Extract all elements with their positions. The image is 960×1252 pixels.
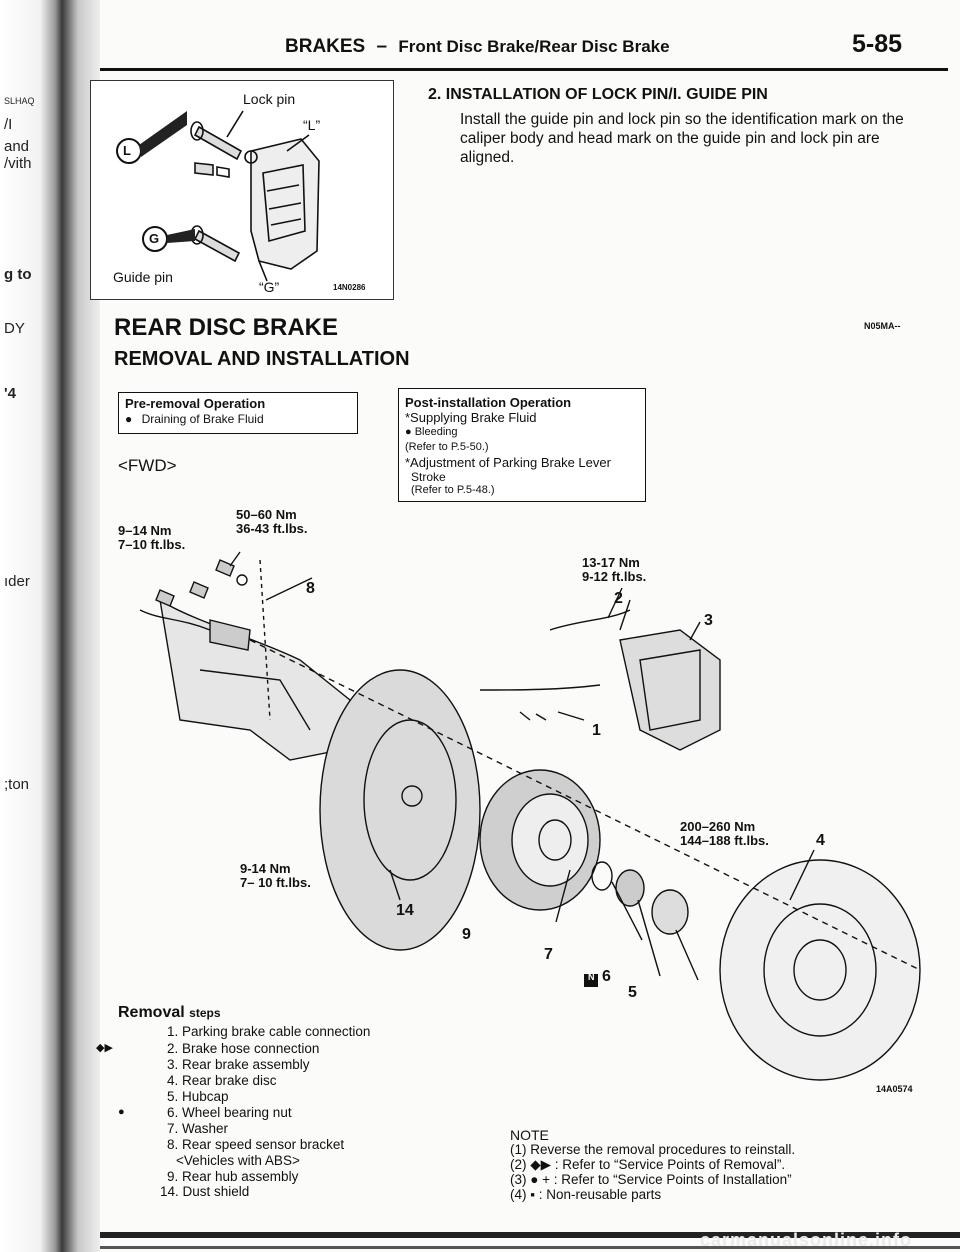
bullet-icon: ● <box>125 412 133 426</box>
callout-4: 4 <box>816 832 825 849</box>
header-subtitle: Front Disc Brake/Rear Disc Brake <box>398 37 670 56</box>
l-mark-label: “L” <box>303 117 321 133</box>
header-title: BRAKES <box>285 36 366 57</box>
callout-1: 1 <box>592 722 601 739</box>
callout-7: 7 <box>544 946 553 963</box>
margin-fragment: and <box>4 138 30 155</box>
installation-heading: 2. INSTALLATION OF LOCK PIN/I. GUIDE PIN <box>428 86 768 103</box>
g-mark-label: “G” <box>259 279 280 295</box>
section-code: N05MA-- <box>864 321 901 331</box>
rear-disc-brake-diagram <box>139 551 921 1081</box>
caliper-pin-illustration <box>116 110 320 282</box>
removal-step: <Vehicles with ABS> <box>176 1153 300 1168</box>
g-badge-letter: G <box>149 231 160 246</box>
margin-fragment: DY <box>4 320 25 337</box>
torque-4-ft: 144–188 ft.lbs. <box>680 833 769 848</box>
note-title: NOTE <box>510 1127 549 1143</box>
callout-9: 9 <box>462 926 471 943</box>
post-line: Stroke <box>411 470 446 484</box>
removal-step: 5. Hubcap <box>167 1089 229 1104</box>
section-subtitle: REMOVAL AND INSTALLATION <box>114 348 410 370</box>
l-badge-arrow <box>139 111 187 157</box>
margin-fragment: '4 <box>4 385 16 402</box>
removal-step: 14. Dust shield <box>160 1184 250 1199</box>
torque-1-ft: 36-43 ft.lbs. <box>236 521 308 536</box>
note-line: (2) ◆▶ : Refer to “Service Points of Rem… <box>510 1157 786 1172</box>
footer-rule <box>100 1232 960 1238</box>
torque-4-nm: 200–260 Nm <box>680 819 756 834</box>
torque-5-ft: 7– 10 ft.lbs. <box>240 875 311 890</box>
margin-fragment: /vith <box>4 155 32 172</box>
pre-removal-title: Pre-removal Operation <box>125 396 266 411</box>
installation-body: Install the guide pin and lock pin so th… <box>460 111 904 166</box>
g-badge-arrow <box>167 229 195 243</box>
removal-step: 6. Wheel bearing nut <box>167 1105 292 1120</box>
running-head: BRAKES – Front Disc Brake/Rear Disc Brak… <box>285 36 670 58</box>
callout-6: 6 <box>602 968 611 985</box>
fwd-label: <FWD> <box>118 456 177 475</box>
post-installation-title: Post-installation Operation <box>405 395 572 410</box>
torque-3-nm: 13-17 Nm <box>582 555 640 570</box>
callout-5: 5 <box>628 984 637 1001</box>
post-line: ● Bleeding <box>405 426 458 438</box>
l-badge-letter: L <box>123 143 131 158</box>
torque-1-nm: 50–60 Nm <box>236 507 297 522</box>
non-reusable-letter: N <box>588 972 595 982</box>
note-line: (4) ▪ : Non-reusable parts <box>510 1187 662 1202</box>
removal-step: 8. Rear speed sensor bracket <box>167 1137 345 1152</box>
post-line: (Refer to P.5-50.) <box>405 441 489 453</box>
post-line: *Supplying Brake Fluid <box>405 410 537 425</box>
non-reusable-badge <box>584 974 598 987</box>
lock-pin-label: Lock pin <box>243 91 296 107</box>
torque-2-nm: 9–14 Nm <box>118 523 172 538</box>
removal-step: 1. Parking brake cable connection <box>167 1024 371 1039</box>
torque-2-ft: 7–10 ft.lbs. <box>118 537 186 552</box>
post-line: (Refer to P.5-48.) <box>411 484 495 496</box>
page-number: 5-85 <box>852 30 903 58</box>
installation-dot-icon: ● <box>118 1106 125 1118</box>
removal-title: Removal <box>118 1004 185 1021</box>
removal-step: 7. Washer <box>167 1121 229 1136</box>
figure-code: 14A0574 <box>876 1084 913 1094</box>
post-line: *Adjustment of Parking Brake Lever <box>405 455 611 470</box>
inset-code: 14N0286 <box>333 283 366 292</box>
torque-5-nm: 9-14 Nm <box>240 861 291 876</box>
note-line: (3) ● + : Refer to “Service Points of In… <box>510 1172 792 1187</box>
section-title: REAR DISC BRAKE <box>114 314 339 341</box>
removal-steps-title: Removal steps <box>118 1004 221 1022</box>
post-installation-box: Post-installation Operation *Supplying B… <box>398 388 646 502</box>
removal-step: 3. Rear brake assembly <box>167 1057 310 1072</box>
pre-removal-box: Pre-removal Operation ● Draining of Brak… <box>118 392 358 434</box>
callout-14: 14 <box>396 902 414 919</box>
margin-fragment: ;ton <box>4 776 30 793</box>
removal-title-suffix: steps <box>189 1006 221 1020</box>
callout-3: 3 <box>704 612 713 629</box>
footer-rule-thin <box>100 1246 960 1249</box>
guide-pin-label: Guide pin <box>113 269 173 285</box>
margin-fragment: ıder <box>4 573 30 590</box>
removal-arrows-icon: ◆▶ <box>96 1042 113 1054</box>
callout-2: 2 <box>614 590 623 607</box>
note-line: (1) Reverse the removal procedures to re… <box>510 1142 796 1157</box>
header-dash: – <box>376 36 388 57</box>
watermark: carmanualsonline.info <box>700 1230 913 1250</box>
pre-removal-item: Draining of Brake Fluid <box>141 412 264 426</box>
torque-3-ft: 9-12 ft.lbs. <box>582 569 647 584</box>
removal-step: 4. Rear brake disc <box>167 1073 277 1088</box>
margin-fragment: SLHAQ <box>4 96 35 106</box>
header-rule <box>100 68 948 71</box>
pre-removal-item-row: ● Draining of Brake Fluid <box>125 412 264 426</box>
margin-fragment: g to <box>4 266 32 283</box>
removal-step: 2. Brake hose connection <box>167 1041 320 1056</box>
margin-fragment: /I <box>4 116 13 133</box>
inset-figure: L G Lock pin “L” Guide pin “G” 14N0286 <box>90 80 394 300</box>
callout-8: 8 <box>306 580 315 597</box>
removal-step: 9. Rear hub assembly <box>167 1169 299 1184</box>
scan-edge <box>0 0 100 1252</box>
